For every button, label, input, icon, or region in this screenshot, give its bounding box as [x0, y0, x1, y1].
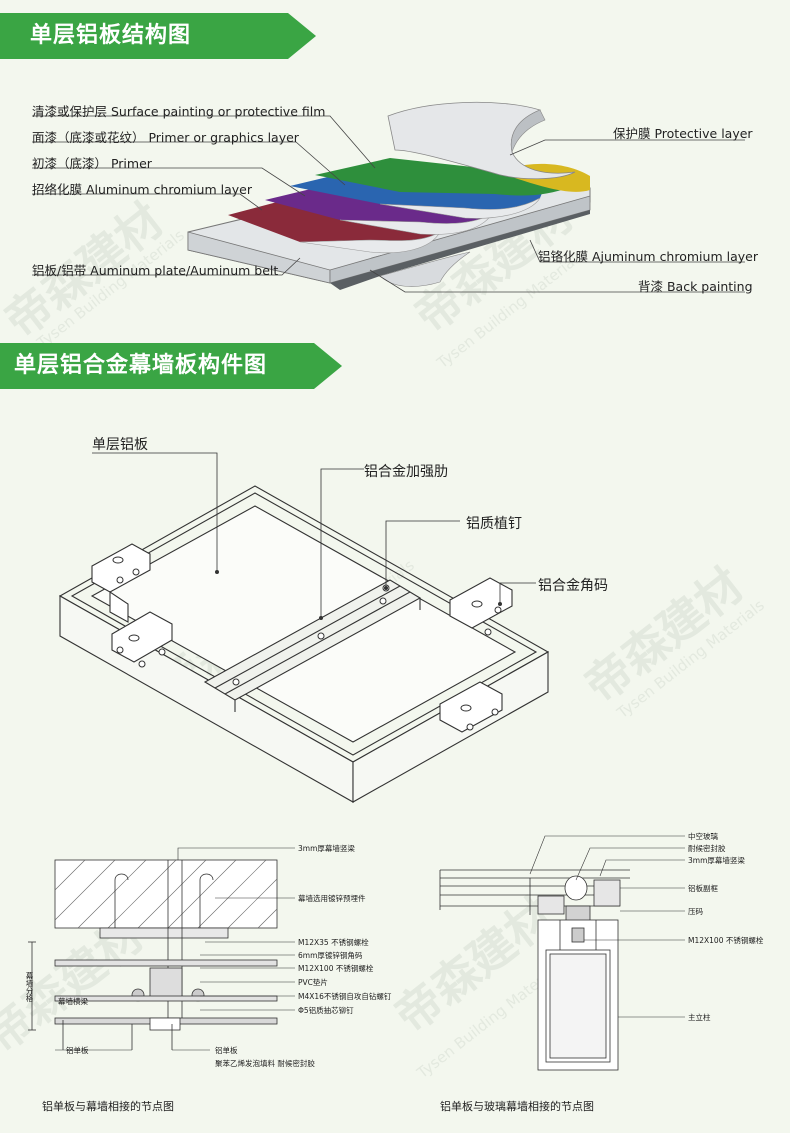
panel-drawing: [58, 485, 550, 803]
label-surface-painting: 清漆或保护层 Surface painting or protective fi…: [32, 104, 326, 119]
label-stud: 铝质植钉: [466, 516, 522, 532]
detail-right-drawing: [439, 869, 630, 1071]
dl-label-7: Φ5铝质抽芯铆钉: [298, 1006, 354, 1015]
dl-label-0: 3mm厚幕墙竖梁: [298, 844, 355, 853]
layer-silver-3: [379, 197, 541, 219]
label-primer: 初漆（底漆） Primer: [32, 156, 152, 171]
bolt-holes: [112, 556, 502, 731]
dr-label-5: M12X100 不锈钢螺栓: [688, 936, 764, 945]
dr-label-3: 铝板副框: [688, 884, 718, 893]
dr-label-4: 压码: [688, 907, 703, 916]
label-corner-bracket: 铝合金角码: [538, 578, 608, 594]
detail-left-leaders: [55, 847, 295, 1051]
label-single-panel: 单层铝板: [92, 437, 148, 453]
detail-right-leaders: [529, 835, 685, 1018]
dr-label-2: 3mm厚幕墙竖梁: [688, 856, 745, 865]
back-paint-layer: [330, 210, 590, 290]
dl-label-5: PVC垫片: [298, 978, 328, 987]
label-chromium-right: 铝铬化膜 Ajuminum chromium layer: [538, 249, 758, 264]
label-reinforcement-rib: 铝合金加强肋: [364, 464, 448, 480]
detail-left-caption: 铝单板与幕墙相接的节点图: [42, 1100, 174, 1113]
dr-label-1: 耐候密封胶: [688, 844, 726, 853]
dr-label-6: 主立柱: [688, 1013, 711, 1022]
section2-leaders: [92, 452, 536, 618]
dl-label-3: 6mm厚镀锌钢角码: [298, 951, 363, 960]
dl-label-12: 铝单板: [66, 1046, 89, 1055]
protective-film-curl: [510, 109, 546, 154]
dl-label-9: 聚苯乙烯发泡填料 耐候密封胶: [215, 1059, 315, 1068]
dl-label-1: 幕墙选用镀锌预埋件: [298, 894, 366, 903]
label-back-painting: 背漆 Back painting: [638, 279, 753, 294]
section-title-structure: 单层铝板结构图: [0, 13, 316, 59]
back-curl: [379, 251, 471, 287]
dl-label-11: 幕墙分格: [25, 972, 34, 1002]
label-primer-graphics: 面漆（底漆或花纹） Primer or graphics layer: [32, 130, 299, 145]
label-chromium-layer: 招络化膜 Aluminum chromium layer: [32, 182, 252, 197]
detail-left-drawing: [28, 859, 278, 1050]
dl-label-8: 铝单板: [215, 1046, 238, 1055]
label-protective-layer: 保护膜 Protective layer: [613, 126, 753, 141]
dl-label-10: 幕墙横梁: [58, 997, 88, 1006]
dr-label-0: 中空玻璃: [688, 832, 718, 841]
section-title-components: 单层铝合金幕墙板构件图: [0, 343, 342, 389]
dl-label-2: M12X35 不锈钢螺栓: [298, 938, 369, 947]
label-aluminum-plate: 铝板/铝带 Auminum plate/Auminum belt: [32, 263, 279, 278]
dl-label-4: M12X100 不锈钢螺栓: [298, 964, 374, 973]
layer-green: [315, 158, 575, 196]
detail-right-caption: 铝单板与玻璃幕墙相接的节点图: [440, 1100, 594, 1113]
dl-label-6: M4X16不锈钢自攻自钻螺钉: [298, 992, 392, 1001]
protective-film: [387, 101, 576, 180]
